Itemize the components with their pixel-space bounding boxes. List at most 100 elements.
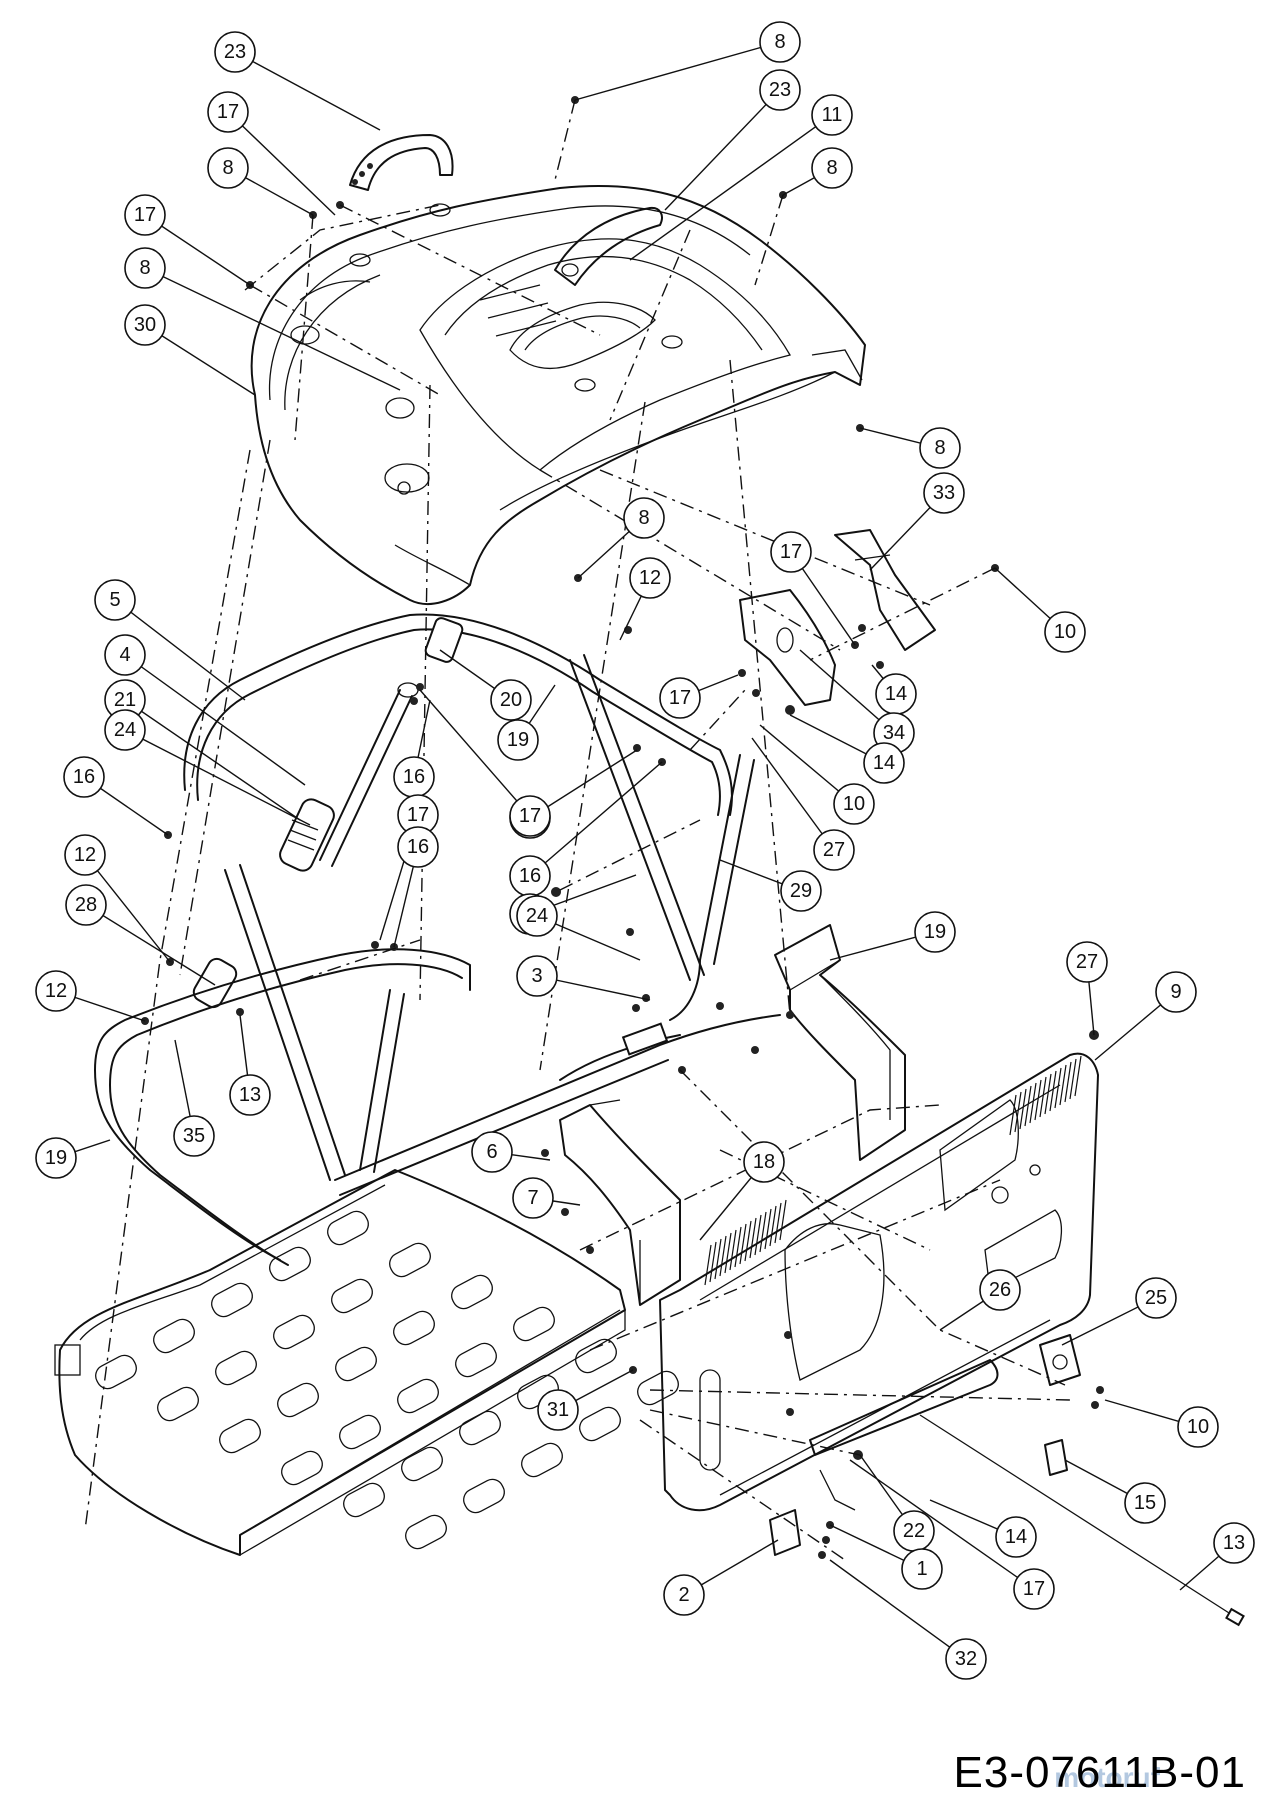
callout-10-label: 10 xyxy=(1187,1416,1209,1438)
callout-34-label: 34 xyxy=(883,722,905,744)
callout-24-label: 24 xyxy=(114,719,136,741)
callout-17-circle xyxy=(124,194,166,236)
hood-cover xyxy=(250,185,866,605)
callout-12-label: 12 xyxy=(74,844,96,866)
mat-cell xyxy=(327,1210,369,1246)
leader-line xyxy=(124,654,306,786)
callout-27-circle xyxy=(1066,941,1108,983)
leader-line xyxy=(124,699,301,821)
callout-26-circle xyxy=(979,1269,1021,1311)
mat-cell xyxy=(637,1370,679,1406)
callout-27-label: 27 xyxy=(1076,951,1098,973)
steering-column xyxy=(192,617,464,1009)
callout-29-circle xyxy=(780,870,822,912)
fender-support-right xyxy=(774,924,906,1161)
callout-1-circle xyxy=(901,1548,943,1590)
callout-12-circle xyxy=(629,557,671,599)
mat-cell xyxy=(521,1442,563,1478)
callout-2-label: 2 xyxy=(678,1584,689,1606)
callout-7-label: 7 xyxy=(527,1187,538,1209)
callout-13-label: 13 xyxy=(239,1084,261,1106)
bracket-33 xyxy=(834,529,936,651)
callout-16-circle xyxy=(63,756,105,798)
callout-6-circle xyxy=(471,1131,513,1173)
callout-24-circle xyxy=(516,895,558,937)
callout-11-label: 11 xyxy=(822,104,843,126)
mat-cell xyxy=(451,1274,493,1310)
callout-8-label: 8 xyxy=(139,257,150,279)
fender-support-left xyxy=(559,1099,681,1306)
callout-8-label: 8 xyxy=(826,157,837,179)
leader-line xyxy=(85,904,216,986)
callout-12-circle xyxy=(35,970,77,1012)
callout-19-label: 19 xyxy=(507,729,529,751)
rear-panel xyxy=(659,1052,1099,1512)
callout-5-circle xyxy=(94,579,136,621)
mat-cell xyxy=(95,1354,137,1390)
vent-slot xyxy=(734,1226,742,1268)
leader-line xyxy=(419,689,531,817)
callout-17-label: 17 xyxy=(669,687,691,709)
vent-slot xyxy=(714,1238,722,1280)
callout-16-circle xyxy=(397,826,439,868)
callout-1-label: 1 xyxy=(916,1558,927,1580)
leader-line xyxy=(529,761,663,877)
callout-10-circle xyxy=(833,783,875,825)
leader-line xyxy=(144,267,401,391)
callout-4-label: 4 xyxy=(119,644,130,666)
callout-31-circle xyxy=(537,1389,579,1431)
vent-slot xyxy=(759,1211,767,1253)
callout-8-label: 8 xyxy=(934,437,945,459)
callout-25-label: 25 xyxy=(1145,1287,1167,1309)
mat-cell xyxy=(273,1314,315,1350)
mat-cell xyxy=(393,1310,435,1346)
leader-line xyxy=(144,214,251,286)
vent-slot xyxy=(769,1205,777,1247)
leader-line xyxy=(849,1459,1035,1590)
mat-cell xyxy=(331,1278,373,1314)
vent-slot xyxy=(1059,1064,1067,1106)
mat-cell xyxy=(579,1406,621,1442)
mat-cell xyxy=(211,1282,253,1318)
watermark: motoruf xyxy=(1054,1762,1160,1793)
callout-17-label: 17 xyxy=(780,541,802,563)
vent-slot xyxy=(1049,1070,1057,1112)
callout-35-circle xyxy=(173,1115,215,1157)
callout-28-circle xyxy=(65,884,107,926)
vent-slot xyxy=(764,1208,772,1250)
leader-line xyxy=(84,854,171,963)
grab-handle-right xyxy=(554,206,663,286)
callout-14-label: 14 xyxy=(873,752,895,774)
mat-cell xyxy=(575,1338,617,1374)
vent-slot xyxy=(724,1232,732,1274)
drawing-id: E3-07611B-01 xyxy=(953,1748,1246,1797)
mat-cell xyxy=(157,1386,199,1422)
callout-19-circle xyxy=(35,1137,77,1179)
callout-16-label: 16 xyxy=(73,766,95,788)
vent-slot xyxy=(1034,1079,1042,1121)
callout-28-label: 28 xyxy=(75,894,97,916)
callout-35-label: 35 xyxy=(183,1125,205,1147)
mat-cell xyxy=(335,1346,377,1382)
vent-slot xyxy=(1054,1067,1062,1109)
callout-32-circle xyxy=(945,1638,987,1680)
vent-slot xyxy=(1039,1076,1047,1118)
mat-cell xyxy=(455,1342,497,1378)
callout-26-label: 26 xyxy=(989,1279,1011,1301)
callout-10-label: 10 xyxy=(1054,621,1076,643)
callout-17-label: 17 xyxy=(217,101,239,123)
callout-8-label: 8 xyxy=(774,31,785,53)
callout-17-circle xyxy=(207,91,249,133)
leader-line xyxy=(124,729,311,826)
callout-17-label: 17 xyxy=(1023,1578,1045,1600)
mat-cell xyxy=(459,1410,501,1446)
callout-32-label: 32 xyxy=(955,1648,977,1670)
callout-17-label: 17 xyxy=(519,805,541,827)
mat-cell xyxy=(219,1418,261,1454)
callout-13-label: 13 xyxy=(1223,1532,1245,1554)
callout-5-label: 5 xyxy=(109,589,120,611)
callout-20-label: 20 xyxy=(500,689,522,711)
grab-handle-left xyxy=(349,134,454,191)
callout-14-label: 14 xyxy=(885,683,907,705)
mat-cell xyxy=(401,1446,443,1482)
